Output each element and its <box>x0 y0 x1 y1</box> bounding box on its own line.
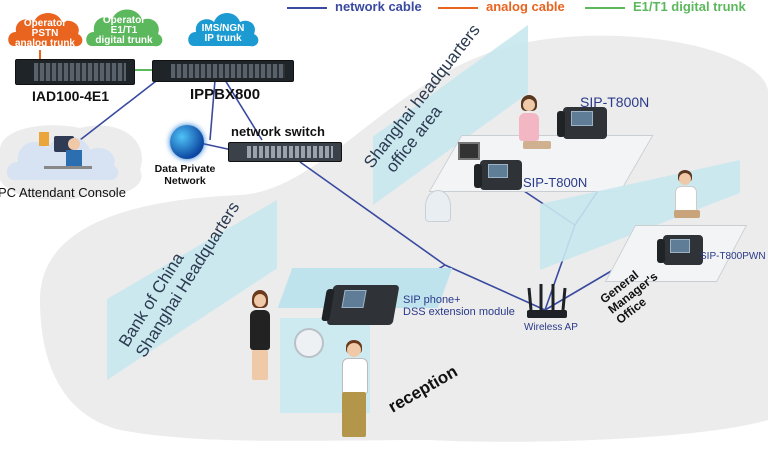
sip-t800n-top-label: SIP-T800N <box>580 94 650 110</box>
monitor-icon <box>458 142 480 160</box>
pc-attendant-console-label: PC Attendant Console <box>0 185 126 200</box>
e1t1-swatch <box>585 6 625 9</box>
cloud-e1t1-line2: E1/T1 <box>110 25 138 36</box>
cloud-e1t1-line3: digital trunk <box>95 35 153 46</box>
analog-cable-swatch <box>438 6 478 9</box>
cloud-e1t1-line1: Operator <box>102 15 146 26</box>
reception-phone-line2: DSS extension module <box>403 306 515 318</box>
cloud-pstn-line2: PSTN <box>31 28 59 39</box>
office-worker-female <box>515 95 555 175</box>
cloud-pstn-line3: analog trunk <box>14 38 75 49</box>
legend-analog-cable-label: analog cable <box>486 0 565 14</box>
network-cable-swatch <box>287 6 327 9</box>
pc-attendant-illustration <box>6 132 119 181</box>
reception-sip-phone <box>321 285 400 325</box>
wireless-ap-label: Wireless AP <box>524 322 578 333</box>
data-private-network-line1: Data Private <box>154 163 216 175</box>
cloud-ims-line2: IP trunk <box>204 33 242 44</box>
iad100-label: IAD100-4E1 <box>32 88 110 104</box>
cloud-pstn-shape <box>8 13 83 47</box>
cloud-e1t1-shape <box>86 9 163 47</box>
ippbx800-label: IPPBX800 <box>190 86 261 103</box>
cloud-ims-shape <box>188 13 259 47</box>
sip-t800n-phone-top <box>557 107 607 139</box>
network-switch-device <box>228 142 342 162</box>
sip-t800n-phone-mid <box>474 160 522 190</box>
receptionist-person <box>230 290 280 390</box>
legend-network-cable: network cable <box>287 0 422 14</box>
cloud-pstn-line1: Operator <box>23 18 67 29</box>
office-chair-icon <box>425 190 451 222</box>
visitor-person <box>330 340 380 445</box>
ceiling-ap-icon <box>294 328 324 358</box>
data-private-network-label: Data Private Network <box>150 163 220 187</box>
ippbx800-device <box>152 60 294 82</box>
globe-icon <box>170 125 204 159</box>
cloud-ims: IMS/NGN IP trunk <box>186 10 260 50</box>
wireless-ap-icon <box>527 284 567 318</box>
general-manager-person <box>670 170 706 240</box>
reception-phone-label: SIP phone+ DSS extension module <box>403 294 515 318</box>
iad100-device <box>15 59 135 85</box>
data-private-network-line2: Network <box>164 175 206 187</box>
network-switch-label: network switch <box>231 124 325 139</box>
reception-phone-line1: SIP phone+ <box>403 294 461 306</box>
legend-e1t1-trunk: E1/T1 digital trunk <box>585 0 746 14</box>
legend-e1t1-label: E1/T1 digital trunk <box>633 0 746 14</box>
legend-analog-cable: analog cable <box>438 0 565 14</box>
legend-network-cable-label: network cable <box>335 0 422 14</box>
sip-t800pwn-label: SIP-T800PWN <box>700 251 766 262</box>
cloud-e1t1: Operator E1/T1 digital trunk <box>84 4 164 50</box>
sip-t800n-mid-label: SIP-T800N <box>523 175 588 190</box>
cloud-ims-line1: IMS/NGN <box>201 23 245 34</box>
cloud-pstn: Operator PSTN analog trunk <box>6 8 84 50</box>
sip-t800pwn-phone <box>657 235 703 265</box>
